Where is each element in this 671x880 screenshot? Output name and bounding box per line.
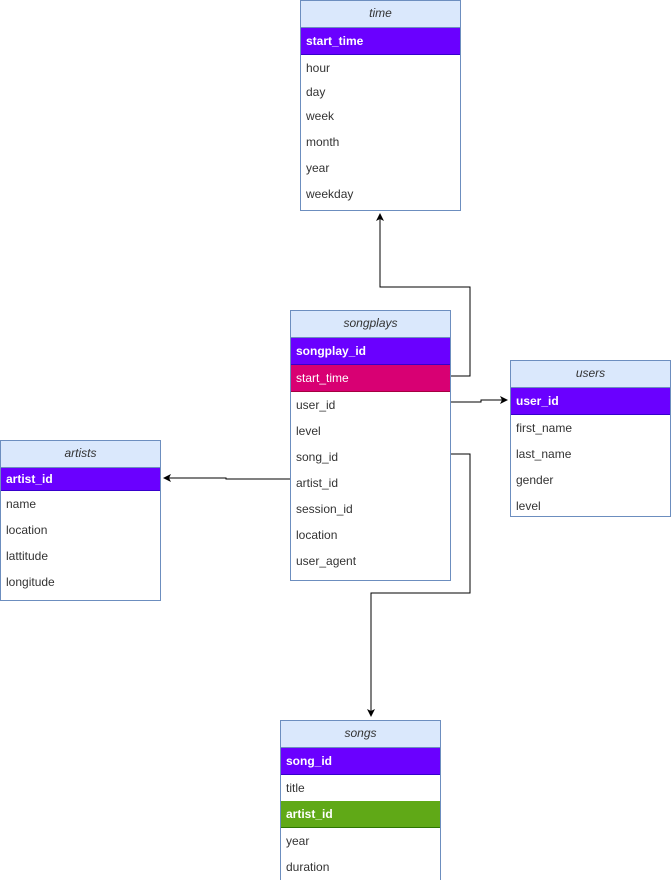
field-time-month: month bbox=[306, 135, 340, 149]
entity-title-songs: songs bbox=[281, 721, 440, 748]
field-songplays-artist-id: artist_id bbox=[296, 476, 339, 490]
field-songplays-song-id: song_id bbox=[296, 450, 339, 464]
field-songplays-user-id: user_id bbox=[296, 398, 336, 412]
field-users-first-name: first_name bbox=[516, 421, 573, 435]
entity-title-artists: artists bbox=[1, 441, 160, 468]
field-songs-year: year bbox=[286, 834, 310, 848]
entity-songplays[interactable]: songplays songplay_id start_time user_id… bbox=[290, 310, 451, 581]
entity-title-songplays: songplays bbox=[291, 311, 450, 338]
entity-artists[interactable]: artists artist_id name location lattitud… bbox=[0, 440, 161, 601]
field-songs-duration: duration bbox=[286, 860, 330, 874]
field-artists-longitude: longitude bbox=[6, 575, 55, 589]
field-artists-lattitude: lattitude bbox=[6, 549, 49, 563]
field-songplays-user-agent: user_agent bbox=[296, 554, 357, 568]
entity-users[interactable]: users user_id first_name last_name gende… bbox=[510, 360, 671, 517]
field-time-hour: hour bbox=[306, 61, 331, 75]
field-time-weekday: weekday bbox=[306, 187, 354, 201]
entity-songs[interactable]: songs song_id title artist_id year durat… bbox=[280, 720, 441, 880]
field-time-day: day bbox=[306, 85, 326, 99]
field-songs-title: title bbox=[286, 781, 305, 795]
field-users-gender: gender bbox=[516, 473, 554, 487]
field-users-user-id: user_id bbox=[511, 388, 670, 415]
field-songplays-songplay-id: songplay_id bbox=[291, 338, 450, 365]
field-artists-name: name bbox=[6, 497, 37, 511]
field-time-start-time: start_time bbox=[301, 28, 460, 55]
entity-title-time: time bbox=[301, 1, 460, 28]
field-songplays-start-time: start_time bbox=[291, 365, 450, 392]
field-users-last-name: last_name bbox=[516, 447, 572, 461]
field-time-week: week bbox=[306, 109, 335, 123]
field-artists-location: location bbox=[6, 523, 48, 537]
field-artists-artist-id: artist_id bbox=[1, 468, 160, 491]
field-songplays-session-id: session_id bbox=[296, 502, 353, 516]
field-songplays-location: location bbox=[296, 528, 338, 542]
field-songs-song-id: song_id bbox=[281, 748, 440, 775]
entity-title-users: users bbox=[511, 361, 670, 388]
field-songs-artist-id: artist_id bbox=[281, 801, 440, 828]
field-songplays-level: level bbox=[296, 424, 321, 438]
connector-songplays-artists bbox=[163, 474, 290, 482]
field-users-level: level bbox=[516, 499, 541, 513]
field-time-year: year bbox=[306, 161, 330, 175]
entity-time[interactable]: time start_time hour day week month year… bbox=[300, 0, 461, 211]
connector-songplays-users bbox=[451, 396, 508, 404]
